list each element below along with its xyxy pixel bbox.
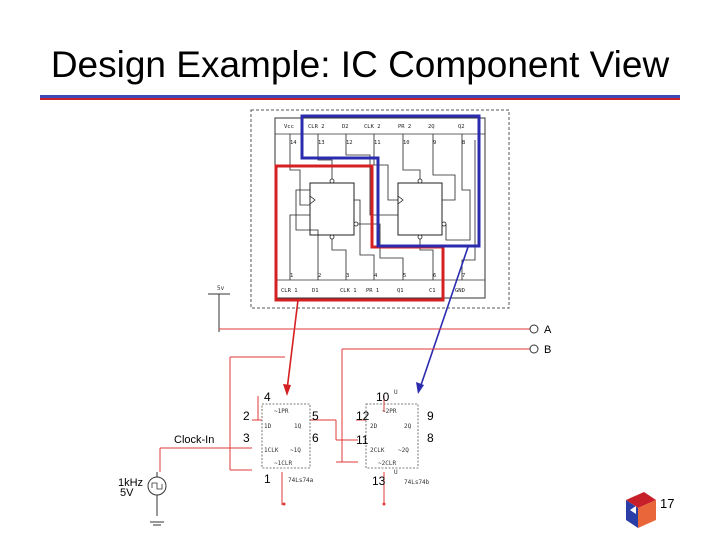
ic-top-label: 2Q (428, 124, 435, 130)
ic-bottom-pin-labels: CLR 1 D1 CLK 1 PR 1 Q1 C1 GND (281, 288, 465, 294)
ff2-pin-clr: 13 (372, 474, 386, 488)
ic-bottom-pin: 1 (290, 273, 293, 279)
ic-top-pin: 13 (318, 140, 325, 146)
ic-top-label: Q2 (458, 124, 465, 130)
input-a-label: A (544, 324, 552, 336)
page-number: 17 (660, 496, 675, 511)
ff2-text-qn: ~2Q (398, 447, 409, 454)
ic-bottom-label: C1 (429, 288, 436, 294)
ff1-text-pre: ~1PR (274, 408, 289, 415)
ic-top-pin: 11 (374, 140, 381, 146)
ff2-ref-bottom: U (394, 469, 398, 476)
ff1-pin-q: 5 (312, 409, 319, 423)
ic-bottom-pin: 7 (462, 273, 465, 279)
ic-top-label: CLR 2 (308, 124, 325, 130)
ff1-pin-clk: 3 (243, 431, 250, 445)
input-b-label: B (544, 344, 551, 356)
ic-bottom-pin-numbers: 1 2 3 4 5 6 7 (290, 273, 465, 279)
ff1-pin-qn: 6 (312, 431, 319, 445)
input-b-terminal (529, 344, 539, 354)
ff2-text-pre: ~2PR (382, 408, 397, 415)
blue-highlight-box (300, 114, 481, 248)
ff2-ref-top: U (394, 389, 398, 396)
ff1-text-clk: 1CLK (264, 447, 279, 454)
ic-top-pin-labels: Vcc CLR 2 D2 CLK 2 PR 2 2Q Q2 (284, 124, 465, 130)
ff2-pin-pre: 10 (376, 390, 390, 404)
blue-arrow (419, 246, 469, 389)
slide-title: Design Example: IC Component View (50, 44, 670, 85)
ff2-pin-clk: 11 (356, 433, 369, 447)
ic-bottom-pin: 2 (318, 273, 321, 279)
input-a-terminal (529, 324, 539, 334)
source-freq-label: 1kHz (118, 477, 143, 489)
ff1-text-qn: ~1Q (290, 447, 301, 454)
title-rule-blue (40, 95, 680, 98)
ic-top-label: CLK 2 (364, 124, 381, 130)
ic-bottom-pin: 4 (374, 273, 378, 279)
flipflop-2-symbol (365, 403, 419, 469)
ic-top-pin: 10 (403, 140, 410, 146)
red-arrow (286, 299, 299, 391)
ff2-part: 74Ls74b (404, 479, 430, 486)
title-rule-red (40, 98, 680, 100)
ic-bottom-label: D1 (312, 288, 319, 294)
ic-top-label: D2 (342, 124, 349, 130)
blue-arrow-head (416, 382, 424, 394)
ff2-text-clr: ~2CLR (378, 460, 396, 467)
ff1-part: 74Ls74a (288, 477, 314, 484)
ic-bottom-label: CLK 1 (340, 288, 357, 294)
ic-top-pin-numbers: 14 13 12 11 10 9 8 (290, 140, 465, 146)
ic-bottom-pin: 6 (433, 273, 436, 279)
ff1-text-q: 1Q (294, 423, 302, 430)
ic-top-pin: 8 (462, 140, 465, 146)
ff2-text-q: 2Q (404, 423, 412, 430)
ic-top-pin: 12 (346, 140, 353, 146)
ic-top-label: Vcc (284, 124, 294, 130)
ff2-pin-qn: 8 (427, 431, 434, 445)
ic-bottom-label: GND (455, 288, 465, 294)
university-logo-icon (626, 492, 656, 528)
ic-top-pin: 9 (433, 140, 436, 146)
ic-package-outline (250, 109, 510, 309)
ff2-pin-q: 9 (427, 409, 434, 423)
ic-bottom-pin: 5 (403, 273, 406, 279)
ff1-text-clr: ~1CLR (274, 460, 292, 467)
red-wires (159, 328, 530, 505)
ic-bottom-label: PR 1 (366, 288, 379, 294)
source-volt-label: 5V (120, 487, 134, 499)
ic-bottom-label: CLR 1 (281, 288, 298, 294)
ic-flipflop-2 (397, 182, 443, 236)
ff1-pin-d: 2 (243, 409, 250, 423)
ic-bottom-pin: 3 (346, 273, 349, 279)
supply-label: 5v (217, 285, 225, 292)
ff2-text-clk: 2CLK (370, 447, 385, 454)
ff1-pin-pre: 4 (264, 390, 271, 404)
ff2-text-d: 2D (370, 423, 378, 430)
ic-internal-wiring (289, 134, 476, 280)
clock-in-label: Clock-In (174, 434, 214, 446)
ff1-text-d: 1D (264, 423, 272, 430)
ff1-pin-clr: 1 (264, 472, 271, 486)
ff2-pin-d: 12 (356, 409, 370, 423)
ic-flipflop-1 (309, 182, 355, 236)
red-arrow-head (283, 384, 291, 396)
ic-top-pin: 14 (290, 140, 297, 146)
ic-bottom-label: Q1 (397, 288, 404, 294)
ic-top-label: PR 2 (398, 124, 411, 130)
